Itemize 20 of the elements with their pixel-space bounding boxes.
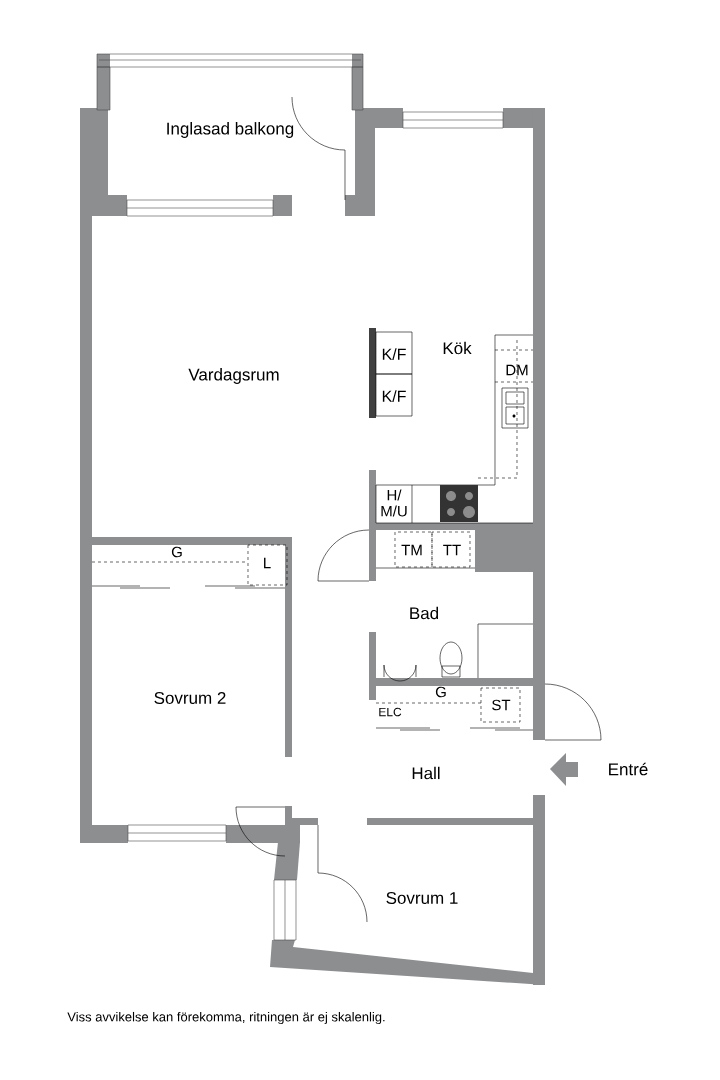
fixture-label: H/ M/U [381, 489, 407, 517]
fixture-label: TT [443, 544, 461, 556]
room-label: Hall [412, 766, 440, 780]
fixture-label: ST [492, 699, 511, 711]
fixture-label: G [435, 686, 446, 698]
room-label: Entré [609, 762, 648, 776]
fixture-label: L [264, 557, 271, 569]
room-label: Bad [410, 606, 438, 620]
fixture-label: ELC [379, 707, 402, 717]
room-label: Sovrum 2 [154, 692, 226, 705]
room-label: Sovrum 1 [386, 892, 458, 905]
fixture-label: DM [506, 364, 528, 376]
fixture-label: G [171, 546, 182, 558]
room-label: Vardagsrum [188, 368, 279, 384]
fixture-label: K/F [382, 348, 406, 360]
fixture-label: K/F [382, 390, 406, 402]
room-label: Kök [443, 341, 472, 355]
fixture-label: TM [401, 544, 422, 556]
room-label: Inglasad balkong [167, 122, 294, 138]
caption-text: Viss avvikelse kan förekomma, ritningen är ej skalenlig. [67, 1011, 385, 1025]
